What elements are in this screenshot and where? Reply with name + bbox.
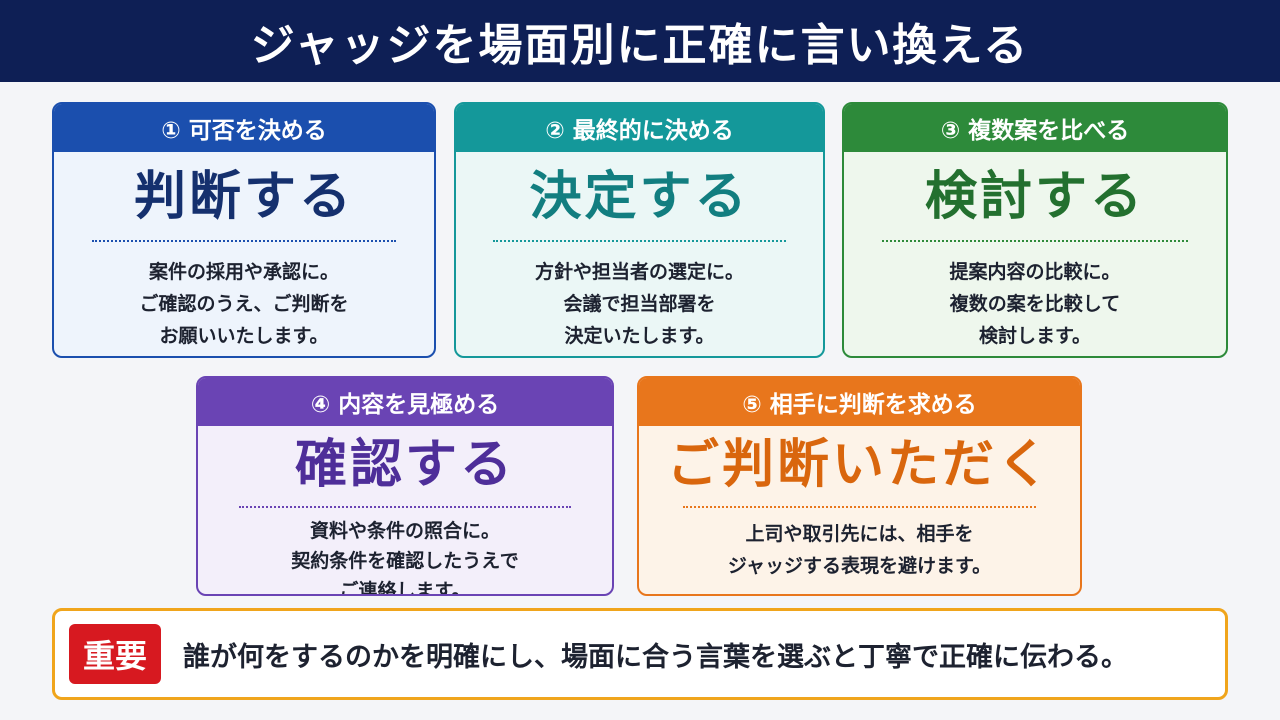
card-description: 方針や担当者の選定に。 会議で担当部署を 決定いたします。 xyxy=(456,256,823,352)
card-description: 上司や取引先には、相手を ジャッジする表現を避けます。 xyxy=(639,518,1080,582)
dotted-divider xyxy=(683,506,1036,508)
dotted-divider xyxy=(92,240,396,242)
card-consideration: ③ 複数案を比べる 検討する 提案内容の比較に。 複数の案を比較して 検討します… xyxy=(842,102,1228,358)
description-line: 検討します。 xyxy=(978,325,1092,347)
card-term: ご判断いただく xyxy=(666,435,1052,495)
description-line: 契約条件を確認したうえで xyxy=(291,550,519,572)
description-line: ジャッジする表現を避けます。 xyxy=(727,555,992,577)
card-description: 案件の採用や承認に。 ご確認のうえ、ご判断を お願いいたします。 xyxy=(54,256,434,352)
description-line: ご連絡します。 xyxy=(339,580,471,596)
important-badge: 重要 xyxy=(69,624,161,684)
description-line: お願いいたします。 xyxy=(159,325,329,347)
card-term: 確認する xyxy=(294,435,515,495)
page-title: ジャッジを場面別に正確に言い換える xyxy=(250,20,1030,71)
card-request-judgment: ⑤ 相手に判断を求める ご判断いただく 上司や取引先には、相手を ジャッジする表… xyxy=(637,376,1082,596)
description-line: 資料や条件の照合に。 xyxy=(309,520,500,542)
description-line: 複数の案を比較して xyxy=(949,293,1121,315)
header-banner: ジャッジを場面別に正確に言い換える xyxy=(0,0,1280,82)
card-heading: ② 最終的に決める xyxy=(456,104,823,152)
card-heading: ④ 内容を見極める xyxy=(198,378,612,426)
description-line: 案件の採用や承認に。 xyxy=(148,261,339,283)
card-description: 資料や条件の照合に。 契約条件を確認したうえで ご連絡します。 xyxy=(198,516,612,596)
description-line: ご確認のうえ、ご判断を xyxy=(139,293,349,315)
card-heading: ① 可否を決める xyxy=(54,104,434,152)
card-term: 判断する xyxy=(133,167,354,227)
description-line: 決定いたします。 xyxy=(564,325,715,347)
card-decision: ② 最終的に決める 決定する 方針や担当者の選定に。 会議で担当部署を 決定いた… xyxy=(454,102,825,358)
card-term: 検討する xyxy=(924,167,1145,227)
dotted-divider xyxy=(882,240,1188,242)
card-confirmation: ④ 内容を見極める 確認する 資料や条件の照合に。 契約条件を確認したうえで ご… xyxy=(196,376,614,596)
description-line: 会議で担当部署を xyxy=(563,293,716,315)
card-heading: ⑤ 相手に判断を求める xyxy=(639,378,1080,426)
description-line: 上司や取引先には、相手を xyxy=(745,523,974,545)
note-text: 誰が何をするのかを明確にし、場面に合う言葉を選ぶと丁寧で正確に伝わる。 xyxy=(183,641,1128,673)
card-judgment: ① 可否を決める 判断する 案件の採用や承認に。 ご確認のうえ、ご判断を お願い… xyxy=(52,102,436,358)
description-line: 方針や担当者の選定に。 xyxy=(534,261,744,283)
description-line: 提案内容の比較に。 xyxy=(949,261,1121,283)
card-term: 決定する xyxy=(529,167,750,227)
card-heading: ③ 複数案を比べる xyxy=(844,104,1226,152)
dotted-divider xyxy=(239,506,571,508)
card-description: 提案内容の比較に。 複数の案を比較して 検討します。 xyxy=(844,256,1226,352)
dotted-divider xyxy=(492,240,787,242)
important-note: 重要 誰が何をするのかを明確にし、場面に合う言葉を選ぶと丁寧で正確に伝わる。 xyxy=(52,608,1228,700)
